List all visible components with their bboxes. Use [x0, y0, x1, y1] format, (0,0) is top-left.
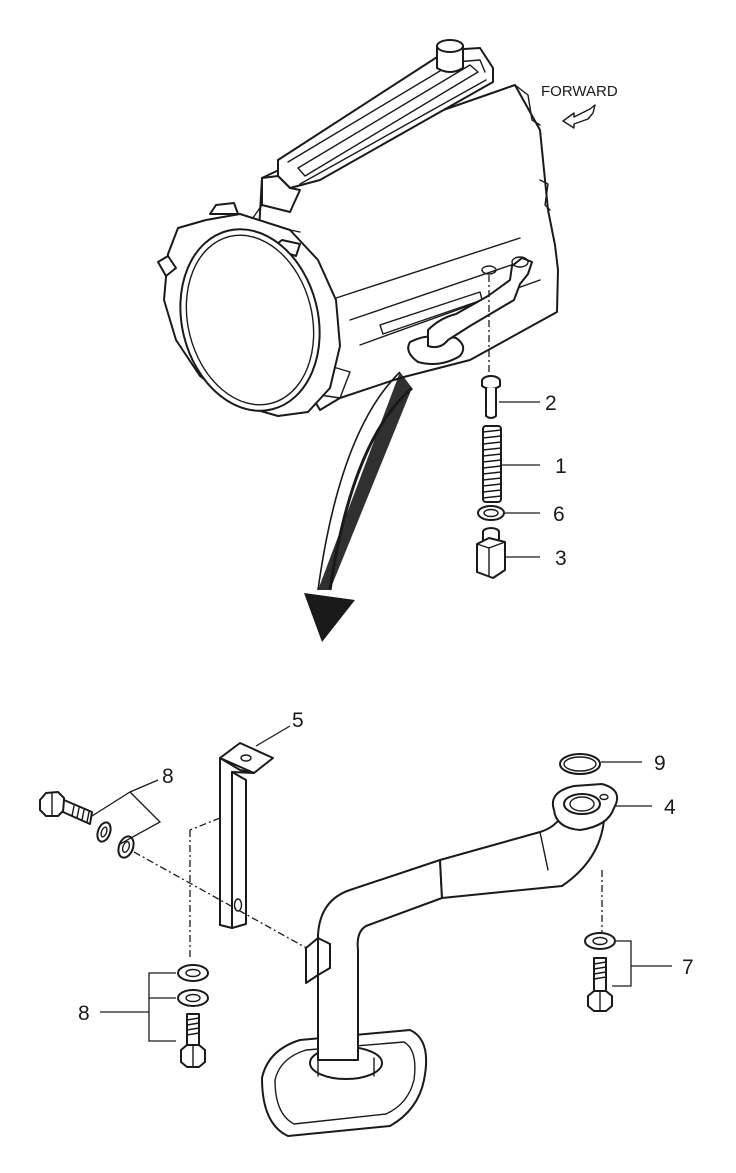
part-1-valve-spring: [482, 425, 502, 503]
part-8-washer-lower-a: [177, 964, 209, 982]
callout-6: 6: [553, 503, 565, 526]
callout-5: 5: [292, 709, 304, 732]
assembly-axis-bracket-bolt: [133, 851, 311, 951]
leader-5: [255, 725, 291, 747]
callout-1: 1: [555, 455, 567, 478]
engine-block: [157, 39, 559, 417]
callout-8-bottom: 8: [78, 1002, 90, 1025]
callout-7: 7: [682, 956, 694, 979]
assembly-axis-lower-left-b: [189, 817, 221, 831]
part-8-bolt-vertical: [180, 1013, 206, 1068]
leader-7-bracket: [612, 940, 632, 987]
part-7-bolt: [587, 957, 613, 1012]
part-5-bracket: [219, 742, 274, 929]
part-6-washer: [477, 505, 505, 521]
part-8-washer-top-a: [96, 821, 112, 843]
part-2-valve-plunger: [481, 375, 501, 419]
callout-3: 3: [555, 547, 567, 570]
leader-8-top: [91, 791, 162, 845]
part-9-o-ring: [559, 753, 601, 775]
part-8-bolt-horizontal: [39, 791, 93, 825]
detail-arrow-icon: [304, 371, 413, 642]
part-8-washer-lower-b: [177, 989, 209, 1007]
part-7-washer: [584, 932, 616, 950]
part-8-washer-top-b: [117, 835, 135, 859]
part-3-plug: [476, 527, 506, 579]
leader-8-top-tail: [129, 779, 159, 793]
leader-8-bottom-bracket: [148, 972, 176, 1042]
part-4-oil-pickup-tube: [261, 783, 618, 1137]
callout-4: 4: [664, 796, 676, 819]
forward-label: FORWARD: [541, 83, 618, 100]
callout-8-top: 8: [162, 765, 174, 788]
callout-2: 2: [545, 392, 557, 415]
forward-arrow-icon: [562, 104, 596, 129]
callout-9: 9: [654, 752, 666, 775]
